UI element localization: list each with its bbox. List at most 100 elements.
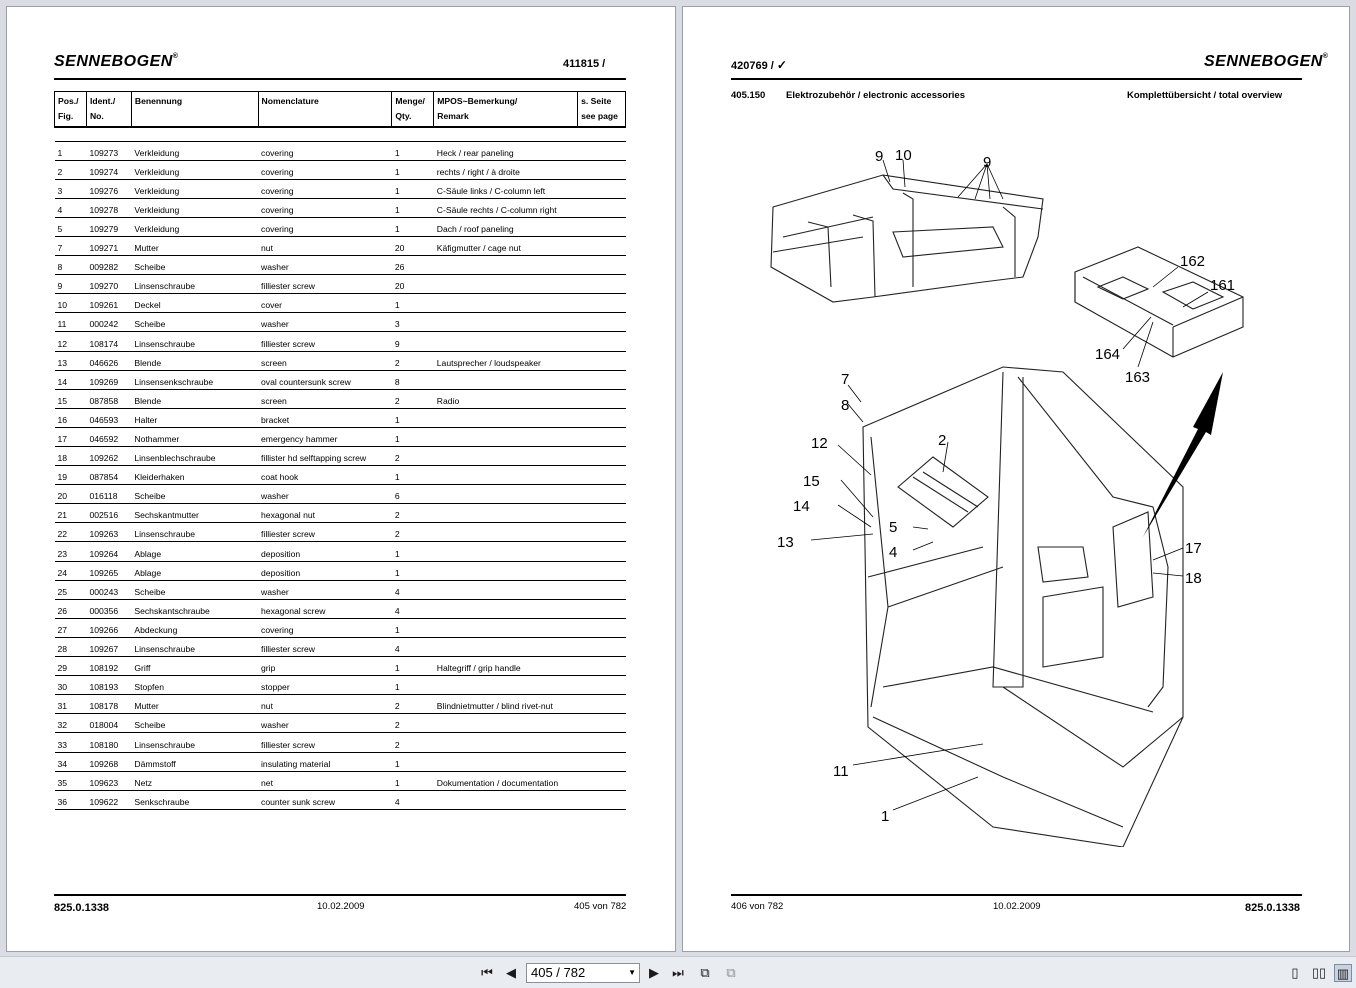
cell-benennung: Netz xyxy=(131,771,259,791)
cell-remark xyxy=(433,446,578,467)
cell-see-page xyxy=(577,370,626,390)
cell-ident: 108180 xyxy=(86,732,132,753)
cell-benennung: Linsenblechschraube xyxy=(131,446,259,467)
next-page-icon[interactable]: ▶ xyxy=(649,965,659,980)
cell-benennung: Kleiderhaken xyxy=(131,465,259,486)
cell-nomenclature: nut xyxy=(258,694,392,715)
cell-benennung: Verkleidung xyxy=(131,217,259,237)
cell-qty: 6 xyxy=(391,484,434,505)
cell-benennung: Ablage xyxy=(131,541,259,562)
cell-pos: 18 xyxy=(54,446,87,467)
footer-doc-id: 825.0.1338 xyxy=(54,902,110,914)
page-number-input[interactable]: 405 / 782▼ xyxy=(526,963,640,983)
cell-see-page xyxy=(577,179,626,199)
cell-remark xyxy=(433,370,578,390)
cell-see-page xyxy=(577,694,626,715)
cell-qty: 1 xyxy=(391,541,434,562)
footer-page: 405 von 782 xyxy=(574,901,627,912)
footer-doc-id: 825.0.1338 xyxy=(1245,902,1301,914)
cell-qty: 1 xyxy=(391,408,434,428)
cell-benennung: Sechskantschraube xyxy=(131,599,259,619)
cell-remark xyxy=(433,331,578,352)
sennebogen-logo: SENNEBOGEN® xyxy=(54,53,179,70)
cell-benennung: Linsenschraube xyxy=(131,637,259,658)
cell-benennung: Senkschraube xyxy=(131,790,259,810)
cell-benennung: Blende xyxy=(131,351,259,371)
cell-see-page xyxy=(577,141,626,161)
cell-pos: 36 xyxy=(54,790,87,810)
check-icon: ✓ xyxy=(776,58,787,72)
cell-qty: 1 xyxy=(391,465,434,486)
cell-benennung: Verkleidung xyxy=(131,141,259,161)
cell-benennung: Blende xyxy=(131,389,259,409)
header-rule xyxy=(731,78,1302,80)
cell-benennung: Linsenschraube xyxy=(131,331,259,352)
cell-nomenclature: counter sunk screw xyxy=(258,790,392,810)
roof-panel-outline xyxy=(770,174,1044,303)
cell-benennung: Linsensenkschraube xyxy=(131,370,259,390)
cell-ident: 109623 xyxy=(86,771,132,791)
cell-benennung: Griff xyxy=(131,656,259,677)
forward-view-icon[interactable]: ⧉ xyxy=(726,965,736,980)
right-page: 420769 / ✓ SENNEBOGEN® 405.150 Elektrozu… xyxy=(682,6,1350,952)
cell-nomenclature: hexagonal screw xyxy=(258,599,392,619)
cell-remark: Radio xyxy=(433,389,578,409)
cell-qty: 8 xyxy=(391,370,434,390)
cell-nomenclature: insulating material xyxy=(258,752,392,772)
cell-pos: 2 xyxy=(54,160,87,180)
cell-qty: 1 xyxy=(391,198,434,218)
cell-see-page xyxy=(577,503,626,524)
cell-see-page xyxy=(577,522,626,543)
cell-nomenclature: nut xyxy=(258,236,392,257)
cell-benennung: Scheibe xyxy=(131,312,259,333)
two-page-icon[interactable]: ▯▯ xyxy=(1311,965,1327,980)
cell-see-page xyxy=(577,427,626,448)
callout-9a: 9 xyxy=(875,148,883,165)
cell-see-page xyxy=(577,561,626,581)
first-page-icon[interactable]: ⏮ xyxy=(481,965,493,980)
callout-164: 164 xyxy=(1095,346,1120,363)
cell-see-page xyxy=(577,732,626,753)
cell-ident: 109274 xyxy=(86,160,132,180)
cell-ident: 109262 xyxy=(86,446,132,467)
cell-see-page xyxy=(577,618,626,638)
prev-page-icon[interactable]: ◀ xyxy=(506,965,516,980)
two-page-continuous-icon[interactable]: ▥ xyxy=(1334,964,1352,982)
cell-benennung: Mutter xyxy=(131,236,259,257)
cell-remark: rechts / right / à droite xyxy=(433,160,578,180)
col-nomenclature: Nomenclature xyxy=(257,91,393,128)
cell-ident: 000356 xyxy=(86,599,132,619)
chevron-down-icon[interactable]: ▼ xyxy=(628,968,636,977)
cell-qty: 2 xyxy=(391,732,434,753)
cell-remark xyxy=(433,293,578,314)
cell-qty: 4 xyxy=(391,790,434,810)
cell-remark: Lautsprecher / loudspeaker xyxy=(433,351,578,371)
doc-number: 420769 / ✓ xyxy=(731,58,787,72)
cell-remark xyxy=(433,732,578,753)
cell-see-page xyxy=(577,713,626,734)
cell-see-page xyxy=(577,752,626,772)
cell-remark xyxy=(433,618,578,638)
single-page-icon[interactable]: ▯ xyxy=(1291,965,1299,980)
cell-remark xyxy=(433,427,578,448)
cell-remark: C-Säule links / C-column left xyxy=(433,179,578,199)
cell-benennung: Verkleidung xyxy=(131,198,259,218)
cell-remark xyxy=(433,408,578,428)
cell-nomenclature: screen xyxy=(258,389,392,409)
cell-pos: 13 xyxy=(54,351,87,371)
footer-date: 10.02.2009 xyxy=(317,901,365,912)
last-page-icon[interactable]: ⏭ xyxy=(672,965,684,980)
back-view-icon[interactable]: ⧉ xyxy=(700,965,710,980)
cell-remark xyxy=(433,637,578,658)
callout-17: 17 xyxy=(1185,540,1202,557)
